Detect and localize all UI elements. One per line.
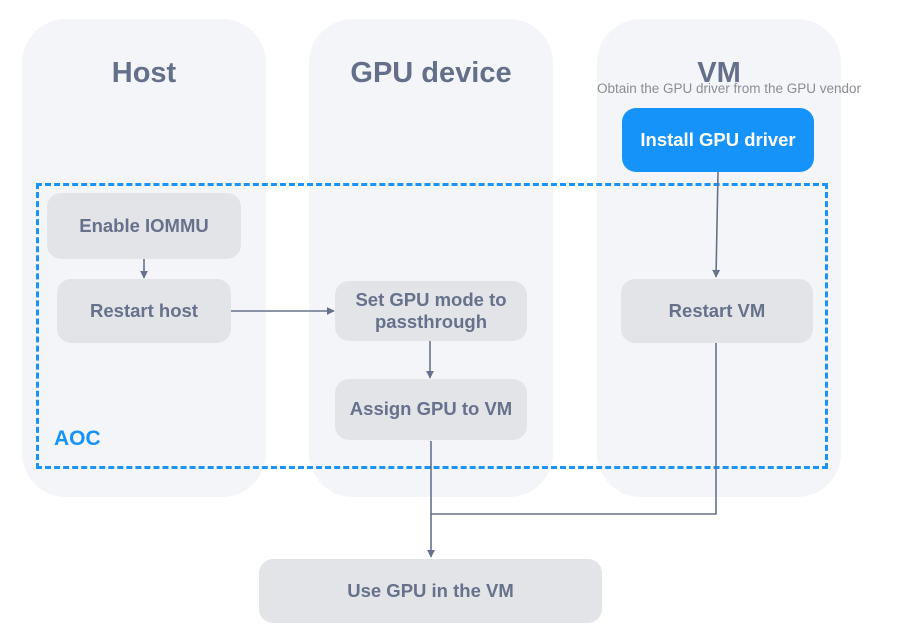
node-restart-vm[interactable]: Restart VM [621,279,813,343]
lane-title-gpu-device: GPU device [350,57,512,89]
node-use-gpu[interactable]: Use GPU in the VM [259,559,602,623]
node-assign-gpu[interactable]: Assign GPU to VM [335,379,527,440]
node-set-gpu-mode[interactable]: Set GPU mode to passthrough [335,281,527,341]
lane-title-host: Host [111,57,177,89]
node-restart-host[interactable]: Restart host [57,279,231,343]
lane-title-vm: VM [697,57,741,89]
node-install-driver[interactable]: Install GPU driver [622,108,814,172]
node-enable-iommu[interactable]: Enable IOMMU [47,193,241,259]
vm-driver-note: Obtain the GPU driver from the GPU vendo… [596,81,862,96]
aoc-group-label: AOC [54,427,101,450]
